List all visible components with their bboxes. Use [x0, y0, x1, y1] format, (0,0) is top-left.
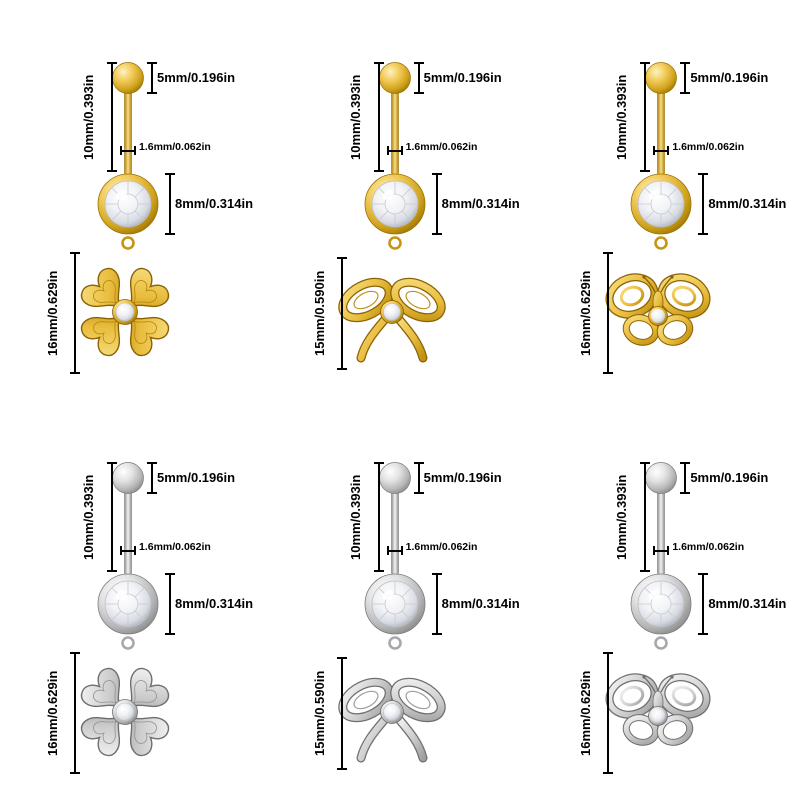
- dim-label-charm: 16mm/0.629in: [578, 270, 594, 356]
- dim-bracket-top-ball: [413, 62, 424, 94]
- dim-bracket-gauge: [120, 146, 136, 155]
- dim-label-bar: 10mm/0.393in: [347, 74, 363, 160]
- dim-bracket-charm: [336, 257, 347, 370]
- dim-label-gem-ball: 8mm/0.314in: [175, 196, 254, 211]
- dim-bracket-charm: [70, 652, 80, 774]
- product-cell-silver-bow: 5mm/0.196in 10mm/0.393in 1.6mm/0.062in 8…: [267, 400, 534, 800]
- dim-bracket-gauge: [120, 546, 136, 555]
- dim-label-bar: 10mm/0.393in: [614, 74, 630, 160]
- product-cell-gold-butterfly: 5mm/0.196in 10mm/0.393in 1.6mm/0.062in 8…: [533, 0, 800, 400]
- dim-label-charm: 15mm/0.590in: [311, 670, 327, 757]
- dim-label-gem-ball: 8mm/0.314in: [708, 196, 787, 211]
- dim-label-top-ball: 5mm/0.196in: [423, 470, 502, 485]
- dim-label-gauge: 1.6mm/0.062in: [672, 541, 745, 553]
- dim-bracket-gem-ball: [698, 173, 709, 235]
- dim-label-bar: 10mm/0.393in: [81, 474, 97, 560]
- bow-charm: [337, 675, 447, 758]
- dim-bracket-gem-ball: [431, 173, 442, 235]
- dim-label-gauge: 1.6mm/0.062in: [405, 541, 478, 553]
- dim-bracket-gauge: [386, 546, 403, 555]
- dim-label-charm: 16mm/0.629in: [45, 270, 61, 356]
- dim-label-top-ball: 5mm/0.196in: [423, 70, 502, 85]
- dim-label-gauge: 1.6mm/0.062in: [672, 141, 745, 153]
- butterfly-charm: [605, 271, 713, 346]
- clover-charm: [76, 663, 174, 761]
- dim-bracket-gem-ball: [165, 173, 175, 235]
- dim-bracket-top-ball: [680, 462, 691, 494]
- clover-charm: [76, 263, 174, 361]
- dim-bracket-bar: [640, 62, 651, 172]
- product-cell-gold-bow: 5mm/0.196in 10mm/0.393in 1.6mm/0.062in 8…: [267, 0, 534, 400]
- dim-label-gem-ball: 8mm/0.314in: [175, 596, 254, 611]
- dim-label-top-ball: 5mm/0.196in: [157, 70, 236, 85]
- dim-bracket-gem-ball: [431, 573, 442, 635]
- dim-bracket-gem-ball: [698, 573, 709, 635]
- dim-bracket-top-ball: [147, 462, 157, 494]
- dim-bracket-charm: [336, 657, 347, 770]
- dim-label-top-ball: 5mm/0.196in: [690, 70, 769, 85]
- dim-label-charm: 16mm/0.629in: [45, 670, 61, 756]
- dim-label-top-ball: 5mm/0.196in: [157, 470, 236, 485]
- dim-label-charm: 15mm/0.590in: [311, 270, 327, 357]
- dim-bracket-top-ball: [147, 62, 157, 94]
- dim-label-gem-ball: 8mm/0.314in: [441, 596, 520, 611]
- dim-bracket-top-ball: [413, 462, 424, 494]
- product-cell-silver-clover: 5mm/0.196in 10mm/0.393in 1.6mm/0.062in 8…: [0, 400, 267, 800]
- dim-bracket-gauge: [653, 146, 670, 155]
- dim-bracket-gauge: [653, 546, 670, 555]
- dim-label-bar: 10mm/0.393in: [81, 74, 97, 160]
- dim-label-gauge: 1.6mm/0.062in: [139, 141, 211, 153]
- dim-bracket-top-ball: [680, 62, 691, 94]
- dim-label-gauge: 1.6mm/0.062in: [139, 541, 211, 553]
- dim-bracket-gauge: [386, 146, 403, 155]
- dim-bracket-bar: [373, 462, 384, 572]
- dim-bracket-charm: [603, 252, 614, 374]
- bow-charm: [337, 275, 447, 358]
- dim-label-gauge: 1.6mm/0.062in: [405, 141, 478, 153]
- dim-bracket-bar: [107, 462, 117, 572]
- product-cell-gold-clover: 5mm/0.196in 10mm/0.393in 1.6mm/0.062in 8…: [0, 0, 267, 400]
- dim-bracket-gem-ball: [165, 573, 175, 635]
- dim-label-charm: 16mm/0.629in: [578, 670, 594, 756]
- dim-label-top-ball: 5mm/0.196in: [690, 470, 769, 485]
- dim-bracket-bar: [640, 462, 651, 572]
- dim-label-bar: 10mm/0.393in: [347, 474, 363, 560]
- butterfly-charm: [605, 671, 713, 746]
- product-cell-silver-butterfly: 5mm/0.196in 10mm/0.393in 1.6mm/0.062in 8…: [533, 400, 800, 800]
- dim-bracket-charm: [603, 652, 614, 774]
- dim-bracket-bar: [373, 62, 384, 172]
- dim-bracket-charm: [70, 252, 80, 374]
- dim-label-bar: 10mm/0.393in: [614, 474, 630, 560]
- dim-label-gem-ball: 8mm/0.314in: [708, 596, 787, 611]
- dim-label-gem-ball: 8mm/0.314in: [441, 196, 520, 211]
- dim-bracket-bar: [107, 62, 117, 172]
